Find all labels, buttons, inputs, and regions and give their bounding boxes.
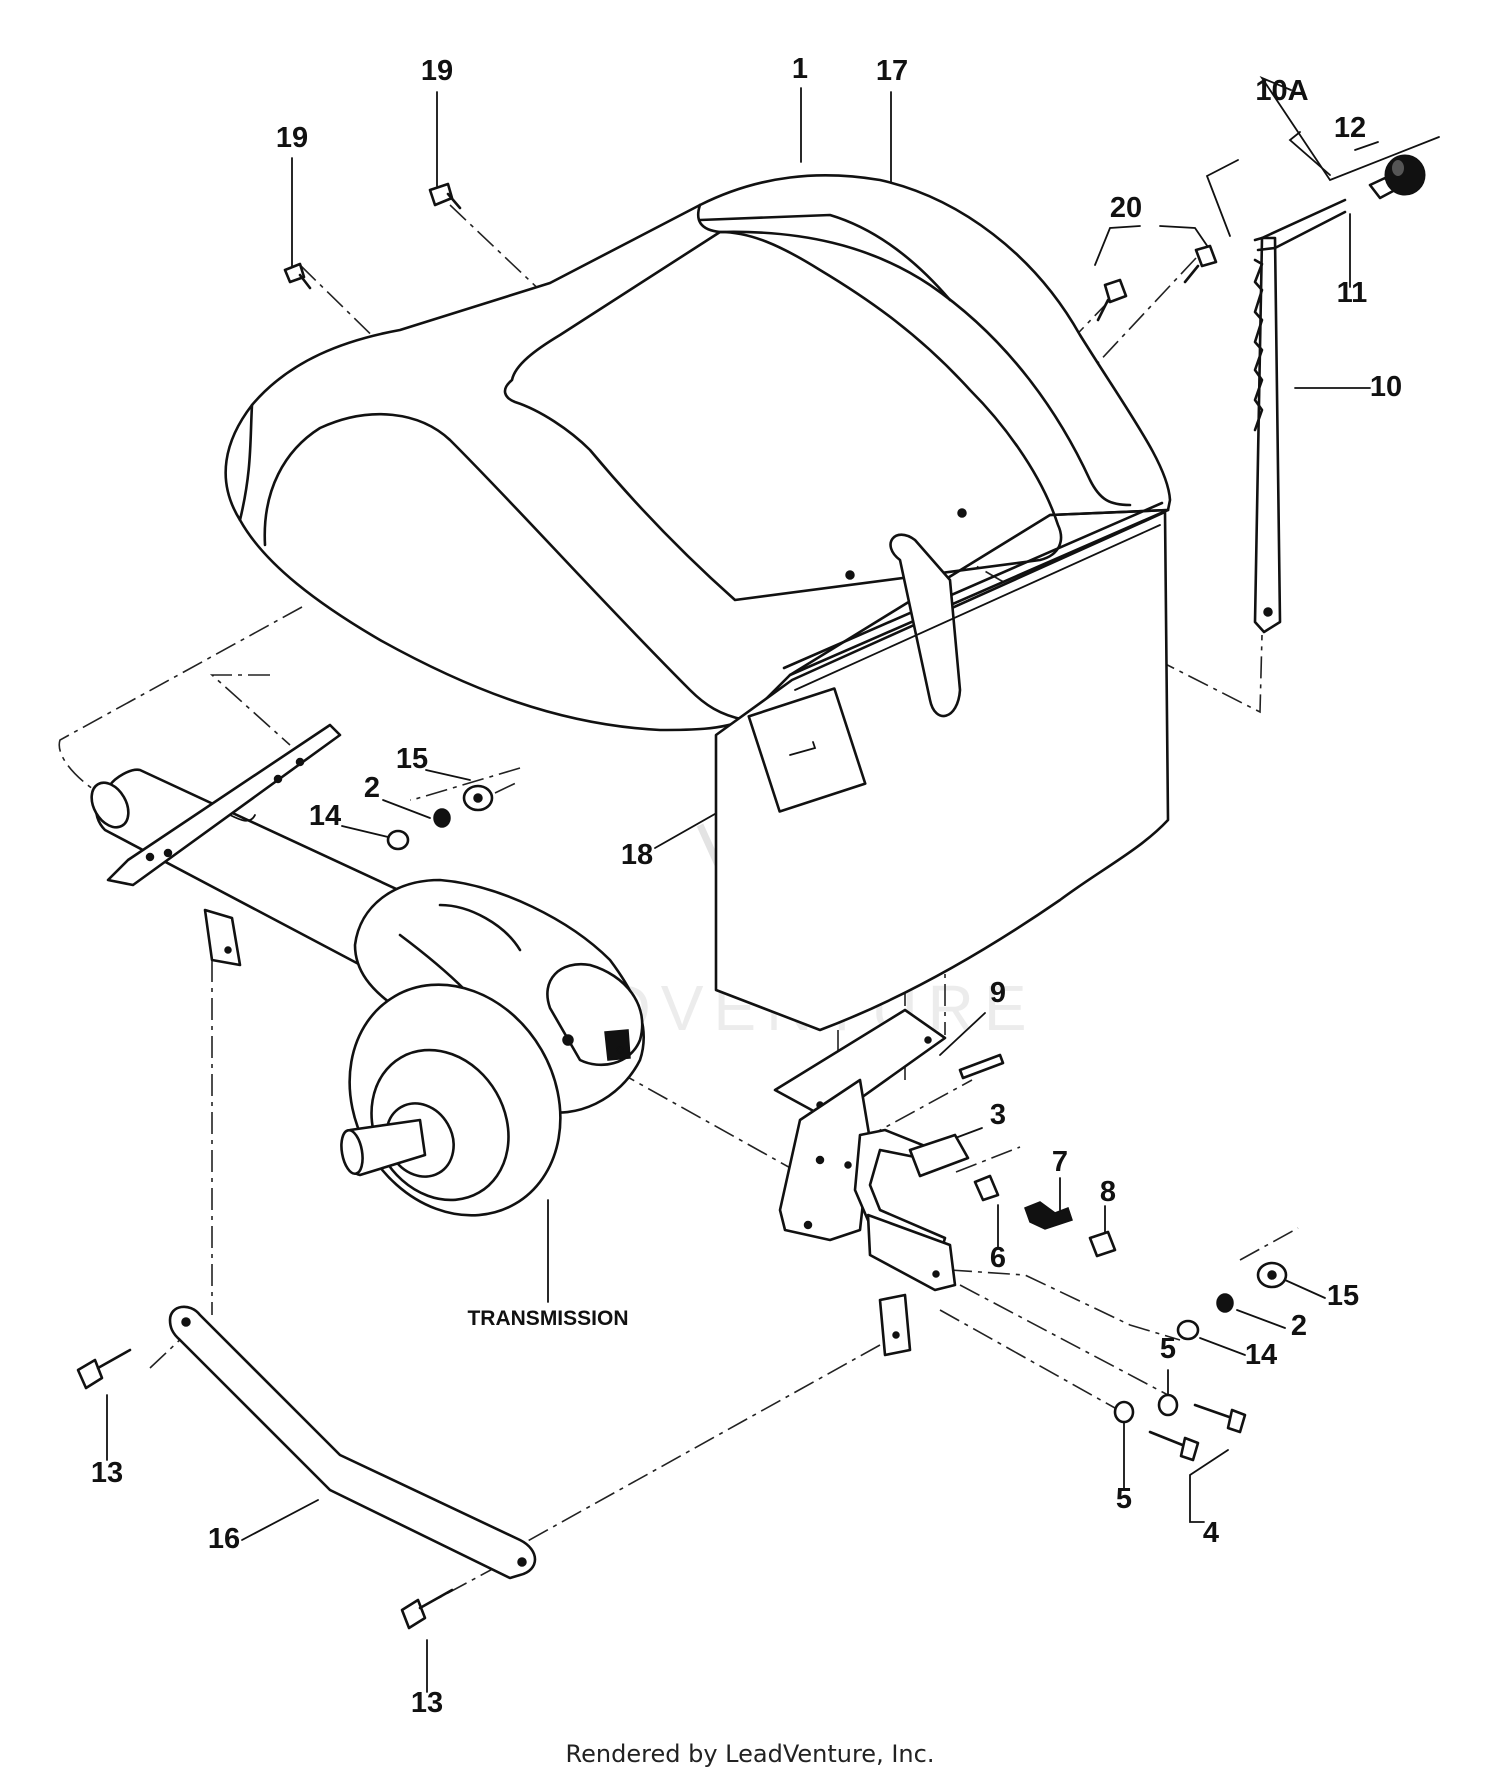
callout-c2a: 2 — [364, 772, 380, 804]
bolt-4-lower — [1148, 1430, 1200, 1462]
callout-c5b: 5 — [1116, 1483, 1132, 1515]
link-arm — [168, 1305, 537, 1580]
depth-bar — [1253, 198, 1347, 634]
bolt-20-right — [1183, 244, 1218, 284]
callout-c13a: 13 — [91, 1457, 123, 1489]
tine-shaft — [90, 723, 422, 972]
callout-c15a: 15 — [396, 743, 428, 775]
callout-c2b: 2 — [1291, 1310, 1307, 1342]
deflector-flap — [714, 510, 1170, 1032]
callout-c16: 16 — [208, 1523, 240, 1555]
transmission-label: TRANSMISSION — [467, 1307, 628, 1330]
callout-c5a: 5 — [1160, 1333, 1176, 1365]
callout-c8: 8 — [1100, 1176, 1116, 1208]
bolt-20-left — [1096, 278, 1128, 322]
callout-c14a: 14 — [309, 800, 341, 832]
bolt-4-upper — [1193, 1403, 1247, 1434]
callout-c3: 3 — [990, 1099, 1006, 1131]
callout-c15b: 15 — [1327, 1280, 1359, 1312]
callout-c19b: 19 — [276, 122, 308, 154]
callout-c17: 17 — [876, 55, 908, 87]
callout-c10a: 10A — [1255, 75, 1308, 107]
callout-c18: 18 — [621, 839, 653, 871]
callout-c20: 20 — [1110, 192, 1142, 224]
transmission — [340, 878, 646, 1217]
tiller-hood — [224, 174, 1172, 732]
hood-bracket — [773, 1008, 1117, 1357]
nut-15-lower — [1256, 1261, 1288, 1289]
callout-c6: 6 — [990, 1242, 1006, 1274]
callout-c19a: 19 — [421, 55, 453, 87]
callout-c9: 9 — [990, 977, 1006, 1009]
footer-credit: Rendered by LeadVenture, Inc. — [565, 1740, 935, 1768]
bolt-13-bottom — [400, 1588, 454, 1630]
callout-labels: 1 17 19 19 10A 12 20 11 10 15 2 14 18 9 3 78 6 15 2 14 5 5 4 13… — [91, 53, 1402, 1719]
callout-c14b: 14 — [1245, 1339, 1277, 1371]
bushing-14-upper — [386, 829, 410, 851]
washer-5-lower — [1113, 1400, 1135, 1424]
washer-5-upper — [1157, 1393, 1179, 1417]
callout-c12: 12 — [1334, 112, 1366, 144]
callout-c1: 1 — [792, 53, 808, 85]
callout-c4: 4 — [1203, 1517, 1219, 1549]
bushing-14-lower — [1176, 1319, 1200, 1341]
callout-c11: 11 — [1337, 277, 1368, 309]
bolt-19-lower — [283, 262, 312, 290]
callout-c7: 7 — [1052, 1146, 1068, 1178]
washer-2-upper — [433, 808, 451, 828]
washer-2-lower — [1216, 1293, 1234, 1313]
callout-c13b: 13 — [411, 1687, 443, 1719]
depth-bar-knob — [1368, 154, 1426, 200]
callout-c10: 10 — [1370, 371, 1402, 403]
bolt-19-upper — [428, 182, 462, 210]
nut-15-upper — [462, 784, 494, 812]
bolt-13-left — [76, 1348, 132, 1390]
